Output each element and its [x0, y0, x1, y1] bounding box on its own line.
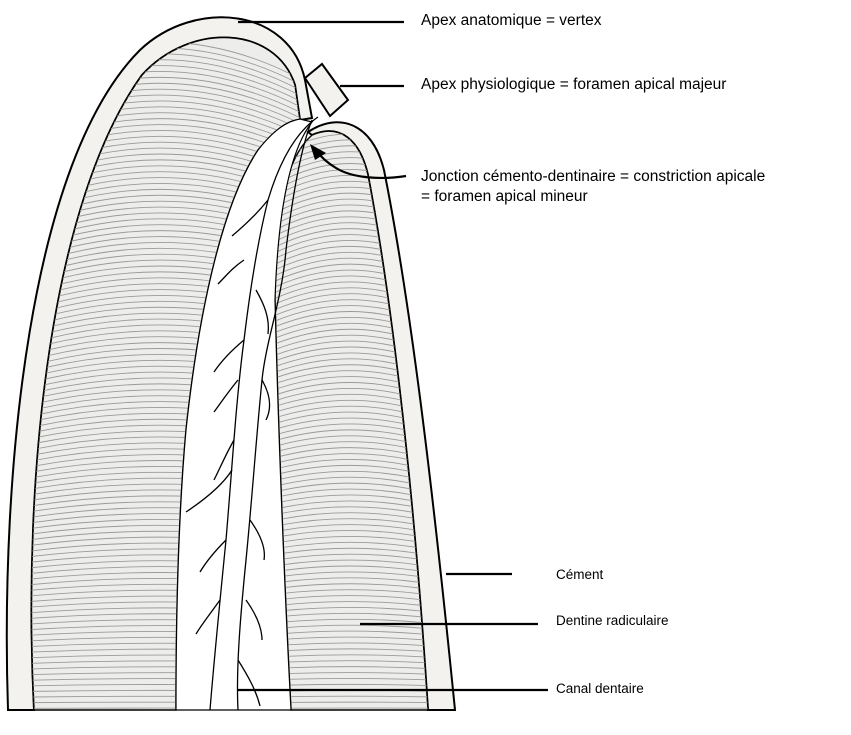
- label-cement: Cément: [556, 566, 603, 584]
- label-jonction-line2: = foramen apical mineur: [421, 187, 588, 207]
- right-root-wall: [260, 122, 455, 710]
- label-dentine: Dentine radiculaire: [556, 612, 669, 630]
- label-apex-physiologique: Apex physiologique = foramen apical maje…: [421, 75, 726, 95]
- label-canal: Canal dentaire: [556, 680, 644, 698]
- label-jonction-line1: Jonction cémento-dentinaire = constricti…: [421, 167, 765, 187]
- apical-foramen-block: [305, 64, 348, 116]
- label-apex-anatomique: Apex anatomique = vertex: [421, 11, 602, 31]
